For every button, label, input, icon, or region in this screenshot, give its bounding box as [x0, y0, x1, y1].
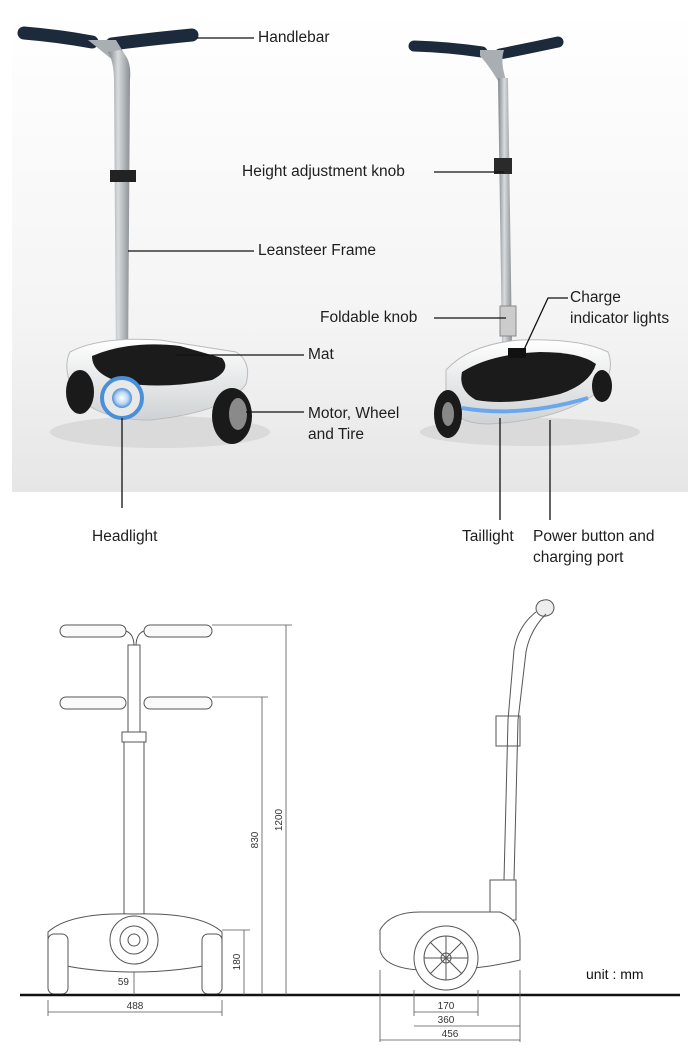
dim-deck-height: 180: [232, 953, 243, 970]
label-foldable-knob: Foldable knob: [320, 309, 418, 326]
dim-ground-clearance: 59: [118, 977, 130, 988]
dim-wheel-diameter: 170: [438, 1001, 455, 1012]
label-leansteer-frame: Leansteer Frame: [258, 242, 377, 259]
scooter-rear-view: [408, 36, 640, 446]
dim-body-length: 360: [438, 1015, 455, 1026]
dim-total-height: 1200: [274, 808, 285, 831]
callout-lines: [121, 37, 568, 520]
label-motor-line2: and Tire: [308, 426, 365, 443]
dim-front-width: 488: [127, 1001, 144, 1012]
label-mat: Mat: [308, 346, 334, 363]
label-power-line2: charging port: [533, 549, 624, 566]
dimension-lines: [47, 624, 521, 1042]
label-charge-line2: indicator lights: [570, 310, 670, 327]
label-taillight: Taillight: [462, 528, 514, 545]
label-motor-line1: Motor, Wheel: [308, 405, 400, 422]
label-height-adjustment-knob: Height adjustment knob: [242, 163, 405, 180]
dim-total-length: 456: [442, 1029, 459, 1040]
side-elevation-drawing: [379, 599, 555, 991]
label-charge-line1: Charge: [570, 289, 621, 306]
dim-low-height: 830: [250, 831, 261, 848]
label-power-line1: Power button and: [533, 528, 655, 545]
unit-label: unit : mm: [586, 966, 644, 982]
label-headlight: Headlight: [92, 528, 158, 545]
label-handlebar: Handlebar: [258, 29, 330, 46]
front-elevation-drawing: [47, 624, 223, 995]
